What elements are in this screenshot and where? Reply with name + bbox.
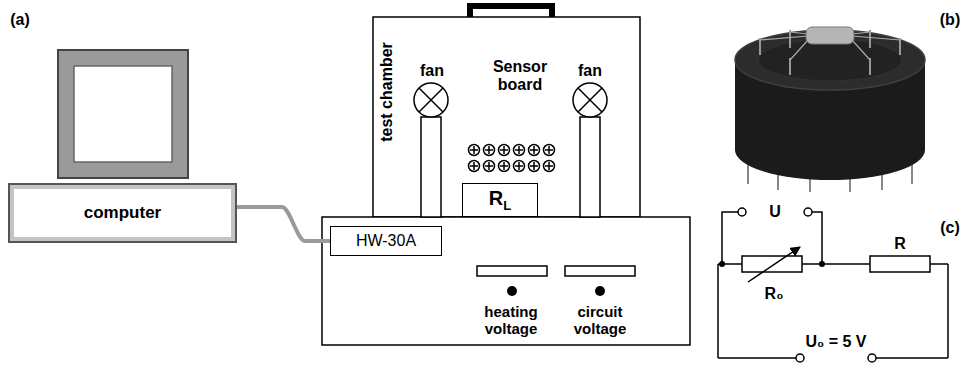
fan-symbol [414,83,607,217]
sensor-sockets [499,145,510,156]
sensor-sockets [529,161,540,172]
fan-symbol [419,88,443,112]
label-text: (c) [940,219,960,236]
sensor-sockets [545,162,553,170]
sensor-sockets [485,162,493,170]
panel-label: (c) [940,219,960,237]
fan-symbol [578,88,602,112]
computer-monitor [74,66,172,162]
circuit-wires [719,261,725,267]
sensor-sockets [469,145,555,172]
sensor-sockets [515,162,523,170]
computer-base: computer [8,183,237,243]
component-name: R [894,235,906,253]
sensor-sockets [530,146,538,154]
part-label: Sensor board [478,58,562,95]
control-label: circuit voltage [560,303,640,338]
label-text: (b) [940,11,960,28]
test-chamber-housing [373,17,640,217]
sensor-sockets [469,145,480,156]
chamber-label: test chamber [378,42,396,142]
cable-connector [237,207,330,241]
resistor-symbol [748,247,800,282]
part-label: fan [420,62,444,80]
sensor-body [758,39,902,81]
label-text: Sensor board [493,58,547,93]
resistor-symbol [742,247,930,282]
label-text: heating voltage [484,303,537,337]
resistor-symbol [742,256,802,272]
terminal-symbol [804,208,812,216]
sensor-sockets [514,145,525,156]
sensor-sockets [484,161,495,172]
sensor-sockets [545,146,553,154]
sensor-sockets [485,146,493,154]
node-text: HW-30A [356,232,416,249]
sensor-sockets [470,162,478,170]
component-name: R₀ [765,285,784,303]
circuit-wires [819,261,825,267]
node-text-group: RL [489,187,511,213]
sensor-sockets [530,162,538,170]
sensor-sockets [470,146,478,154]
voltage-knob [507,286,517,296]
sensing-element [806,27,854,44]
terminal-symbol [738,208,746,216]
fan-symbol [414,83,448,117]
voltage-knob [565,266,635,276]
sensor-sockets [469,161,480,172]
subscript-text: L [503,198,511,213]
control-label: heating voltage [471,303,551,338]
terminal-symbol [868,354,876,362]
sensor-sockets [499,161,510,172]
label-text: U [769,203,781,220]
label-text: U₀ = 5 V [805,333,866,350]
sensor-sockets [484,145,495,156]
signal-name: U [769,203,781,221]
sensing-element [806,27,854,44]
label-text: R₀ [765,285,784,302]
load-resistor-box: RL [462,183,538,217]
voltage-knob [595,286,605,296]
label-text: circuit voltage [574,303,627,337]
fan-symbol [580,117,600,217]
node-text: R [489,187,503,209]
voltage-knob [477,266,547,276]
node-text-group: computer [84,203,161,223]
instrument-base [322,217,690,345]
label-text: (a) [10,11,30,28]
panel-label: (b) [940,11,960,29]
fan-symbol [421,117,441,217]
sensor-sockets [544,145,555,156]
sensor-sockets [529,145,540,156]
terminal-symbol [796,354,804,362]
sensor-sockets [514,161,525,172]
label-text: test chamber [378,42,395,142]
resistor-symbol [870,256,930,272]
label-text: R [894,235,906,252]
node-text: computer [84,203,161,222]
sensor-sockets [544,161,555,172]
fan-symbol [573,83,607,117]
part-label: fan [578,62,602,80]
label-text: fan [578,62,602,79]
sensor-sockets [500,162,508,170]
circuit-wires [718,212,948,358]
label-text: fan [420,62,444,79]
sensor-sockets [500,146,508,154]
computer-monitor [58,50,188,178]
computer-monitor [58,50,188,178]
panel-label: (a) [10,11,30,29]
test-chamber-housing [373,17,640,217]
node-text-group: HW-30A [356,232,416,250]
supply-voltage: U₀ = 5 V [805,333,866,351]
terminal-symbol [738,208,876,362]
voltage-knob [477,266,635,296]
instrument-display: HW-30A [330,226,442,256]
instrument-base [322,217,690,345]
sensor-sockets [515,146,523,154]
sensor-body [735,30,925,180]
